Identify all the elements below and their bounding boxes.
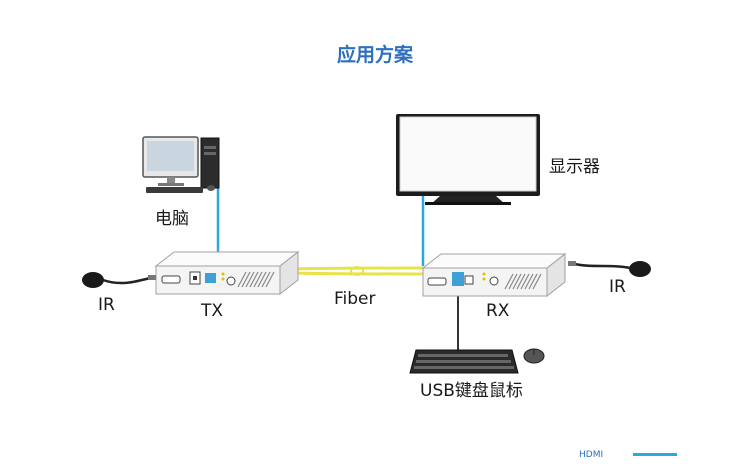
- usb-label: USB键盘鼠标: [420, 381, 523, 401]
- display-label: 显示器: [549, 157, 600, 177]
- page-title: 应用方案: [336, 44, 413, 66]
- tx-device: [154, 250, 300, 296]
- keyboard-icon: [409, 349, 519, 374]
- fiber-label: Fiber: [334, 289, 376, 309]
- computer-label: 电脑: [155, 209, 189, 229]
- tx-label: TX: [201, 301, 224, 321]
- fiber-cable: [292, 266, 426, 271]
- footer-bar: [633, 453, 677, 456]
- ir-left-label: IR: [98, 295, 115, 315]
- mouse-icon: [523, 348, 545, 364]
- ir-receiver-left-icon: [82, 272, 156, 288]
- rx-label: RX: [486, 301, 510, 321]
- fiber-cable-2: [292, 271, 426, 276]
- fiber-coil: [350, 266, 364, 276]
- footer-text: HDMI: [579, 450, 604, 460]
- ir-right-label: IR: [609, 277, 626, 297]
- rx-device: [421, 252, 567, 298]
- display-icon: [396, 114, 540, 205]
- ir-receiver-right-icon: [568, 261, 651, 277]
- connection-lines: [216, 186, 459, 350]
- computer-icon: [142, 136, 220, 193]
